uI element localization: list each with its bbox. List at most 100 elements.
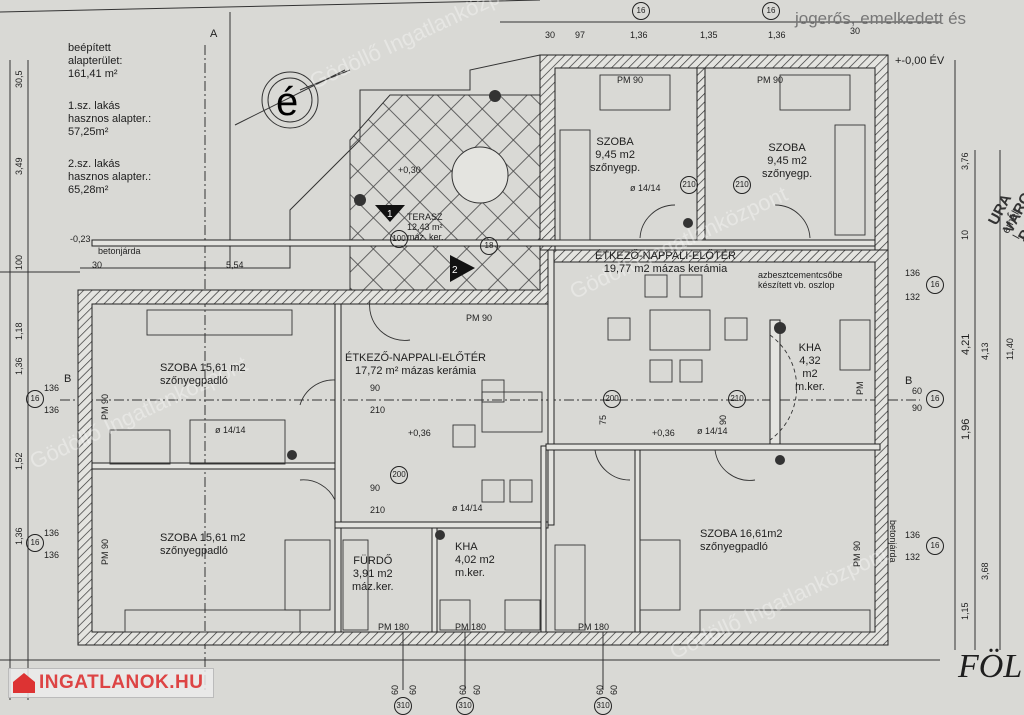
dimension: 1,18 <box>14 322 24 340</box>
section-mark-b-right: B <box>905 375 913 387</box>
dimension: 30 <box>545 30 556 40</box>
door-dimension: 90 <box>370 383 381 393</box>
door-tag: 200 <box>603 390 621 408</box>
window-label: PM 90 <box>100 538 110 565</box>
dimension: 60 <box>472 684 482 695</box>
window-tag: 16 <box>926 537 944 555</box>
window-label: PM 180 <box>455 622 487 632</box>
window-tag: 16 <box>632 2 650 20</box>
window-tag: 310 <box>394 697 412 715</box>
window-label: PM 180 <box>378 622 410 632</box>
chimney-label: ø 14/14 <box>697 426 728 436</box>
level-floor-right: +0,36 <box>652 428 675 438</box>
level-terrace: +0,30 <box>398 165 421 175</box>
dimension: 97 <box>575 30 586 40</box>
dimension: 1,96 <box>960 418 972 440</box>
dimension: 132 <box>905 292 921 302</box>
dimension: 132 <box>905 552 921 562</box>
svg-text:1: 1 <box>387 209 393 220</box>
dimension: 60 <box>458 684 468 695</box>
dimension: 5,54 <box>226 260 244 270</box>
paving-label: betonjárda <box>888 520 898 563</box>
dimension: 30 <box>850 26 861 36</box>
dimension: 4,13 <box>980 342 990 360</box>
dimension: 136 <box>905 268 921 278</box>
dimension: 1,35 <box>700 30 718 40</box>
dimension: 100 <box>14 254 24 270</box>
dimension: 3,76 <box>960 152 970 170</box>
dimension: 60 <box>595 684 605 695</box>
dimension: 1,36 <box>768 30 786 40</box>
level-zero: +-0,00 ÉV <box>895 55 945 67</box>
dimension: 1,36 <box>14 527 24 545</box>
dimension: 11,40 <box>1005 338 1015 360</box>
dimension: 1,52 <box>14 452 24 470</box>
window-tag: 16 <box>762 2 780 20</box>
logo-text: INGATLANOK.HU <box>39 672 204 693</box>
dimension: 1,36 <box>14 357 24 375</box>
door-dimension: 90 <box>718 414 728 425</box>
window-label: PM <box>855 381 865 396</box>
dimension: 60 <box>408 684 418 695</box>
dimension: 60 <box>390 684 400 695</box>
section-mark-a: A <box>210 28 218 40</box>
drawing-title-fragment: FÖL <box>958 648 1023 685</box>
window-tag: 16 <box>26 390 44 408</box>
door-tag: 100 <box>390 230 408 248</box>
svg-text:2: 2 <box>452 265 458 276</box>
door-tag: 210 <box>680 176 698 194</box>
window-tag: 16 <box>926 276 944 294</box>
dimension: 30,5 <box>14 70 24 88</box>
door-tag: 18 <box>480 237 498 255</box>
dimension: 60 <box>912 386 923 396</box>
door-dimension: 210 <box>370 505 386 515</box>
window-label: PM 90 <box>617 75 644 85</box>
dimension: 60 <box>609 684 619 695</box>
dimension: 136 <box>44 405 60 415</box>
chimney-label: ø 14/14 <box>630 183 661 193</box>
door-dimension: 75 <box>598 414 608 425</box>
window-tag: 310 <box>456 697 474 715</box>
dimension: 1,15 <box>960 602 970 620</box>
north-arrow-icon: é <box>276 80 298 124</box>
door-tag: 200 <box>390 466 408 484</box>
ingatlanok-logo[interactable]: INGATLANOK.HU <box>8 668 214 698</box>
dimension: 136 <box>44 383 60 393</box>
door-dimension: 210 <box>370 405 386 415</box>
chimney-label: ø 14/14 <box>215 425 246 435</box>
window-tag: 16 <box>26 534 44 552</box>
paving-label: betonjárda <box>98 246 141 256</box>
dimension: 136 <box>44 550 60 560</box>
house-icon <box>13 673 35 693</box>
dimension: 4,21 <box>960 333 972 355</box>
window-label: PM 90 <box>100 393 110 420</box>
door-dimension: 90 <box>370 483 381 493</box>
door-tag: 210 <box>733 176 751 194</box>
dimension: 30 <box>92 260 103 270</box>
window-label: PM 90 <box>852 540 862 567</box>
dimension: 3,49 <box>14 157 24 175</box>
chimney-label: ø 14/14 <box>452 503 483 513</box>
window-tag: 310 <box>594 697 612 715</box>
section-mark-b-left: B <box>64 373 72 385</box>
dimension: 136 <box>44 528 60 538</box>
dimension: 10 <box>960 229 970 240</box>
door-tag: 210 <box>728 390 746 408</box>
window-label: PM 90 <box>757 75 784 85</box>
level-outside: -0,23 <box>70 234 91 244</box>
